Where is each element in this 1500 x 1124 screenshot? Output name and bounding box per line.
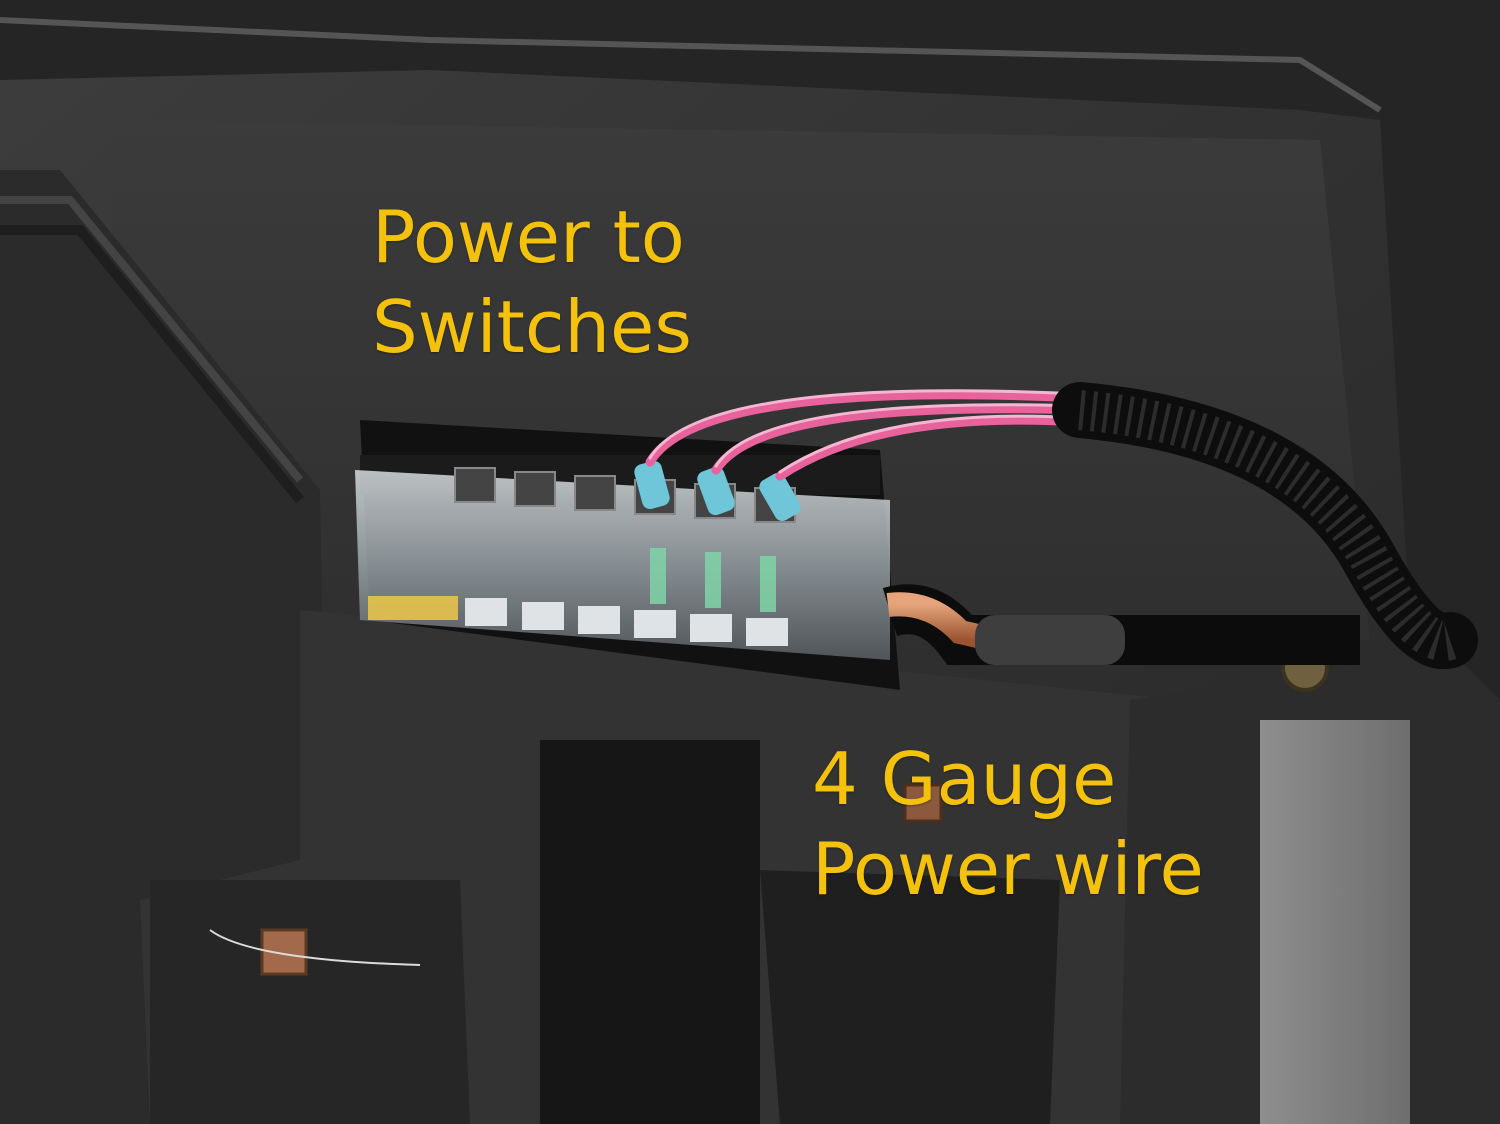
green-fuses [650, 548, 776, 612]
clip-nut-middle [903, 783, 943, 823]
heat-shrink [975, 615, 1125, 665]
annotation-4-gauge-power-wire: 4 Gauge Power wire [812, 734, 1204, 914]
ring-terminals [634, 460, 801, 521]
annotation-line: Switches [372, 285, 692, 369]
module-label [1260, 720, 1410, 1124]
annotation-power-to-switches: Power to Switches [372, 192, 692, 372]
copper-lug [886, 592, 998, 652]
pink-wires [645, 390, 1085, 481]
annotation-line: 4 Gauge [812, 737, 1117, 821]
annotation-line: Power wire [812, 827, 1204, 911]
annotation-line: Power to [372, 195, 685, 279]
fuse-slot-tabs [465, 598, 788, 646]
slot-opening [540, 740, 760, 1124]
yellow-tab [368, 596, 458, 620]
